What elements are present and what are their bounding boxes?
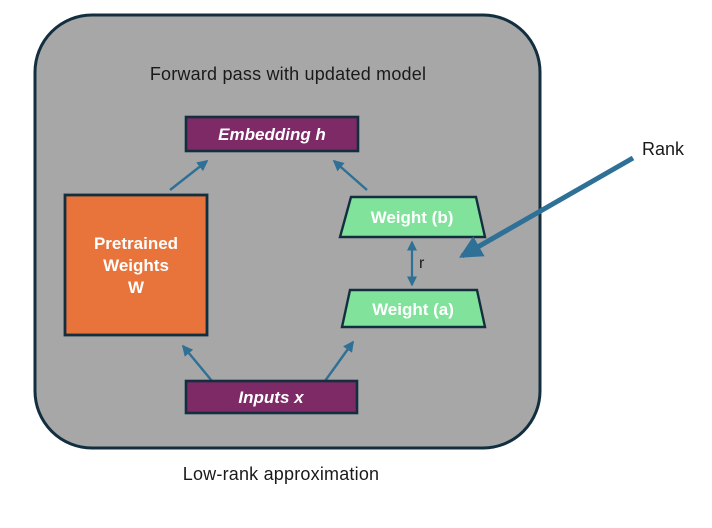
container-title: Forward pass with updated model (150, 64, 426, 84)
weight-b-node (338, 195, 487, 239)
weight-a-node (340, 288, 487, 329)
inputs-label: Inputs x (238, 388, 305, 407)
weight-b-label: Weight (b) (371, 208, 454, 227)
rank-pointer-arrow (459, 155, 635, 259)
rank-dimension-label: r (419, 255, 425, 272)
embedding-label: Embedding h (218, 125, 326, 144)
weight-a-label: Weight (a) (372, 300, 454, 319)
arrow-inputs-to-weight-a (324, 340, 354, 382)
arrow-weight-b-to-embedding (332, 159, 368, 191)
embedding-node (184, 115, 360, 153)
inputs-node (184, 379, 359, 415)
arrow-pretrained-to-embedding (169, 159, 209, 191)
model-container (33, 13, 542, 450)
pretrained-weights-label-line3: W (128, 278, 145, 297)
pretrained-weights-node (63, 193, 209, 337)
diagram-caption: Low-rank approximation (183, 464, 380, 484)
arrow-inputs-to-pretrained (181, 344, 213, 382)
pretrained-weights-label-line1: Pretrained (94, 234, 178, 253)
pretrained-weights-label-line2: Weights (103, 256, 169, 275)
rank-label: Rank (642, 139, 685, 159)
